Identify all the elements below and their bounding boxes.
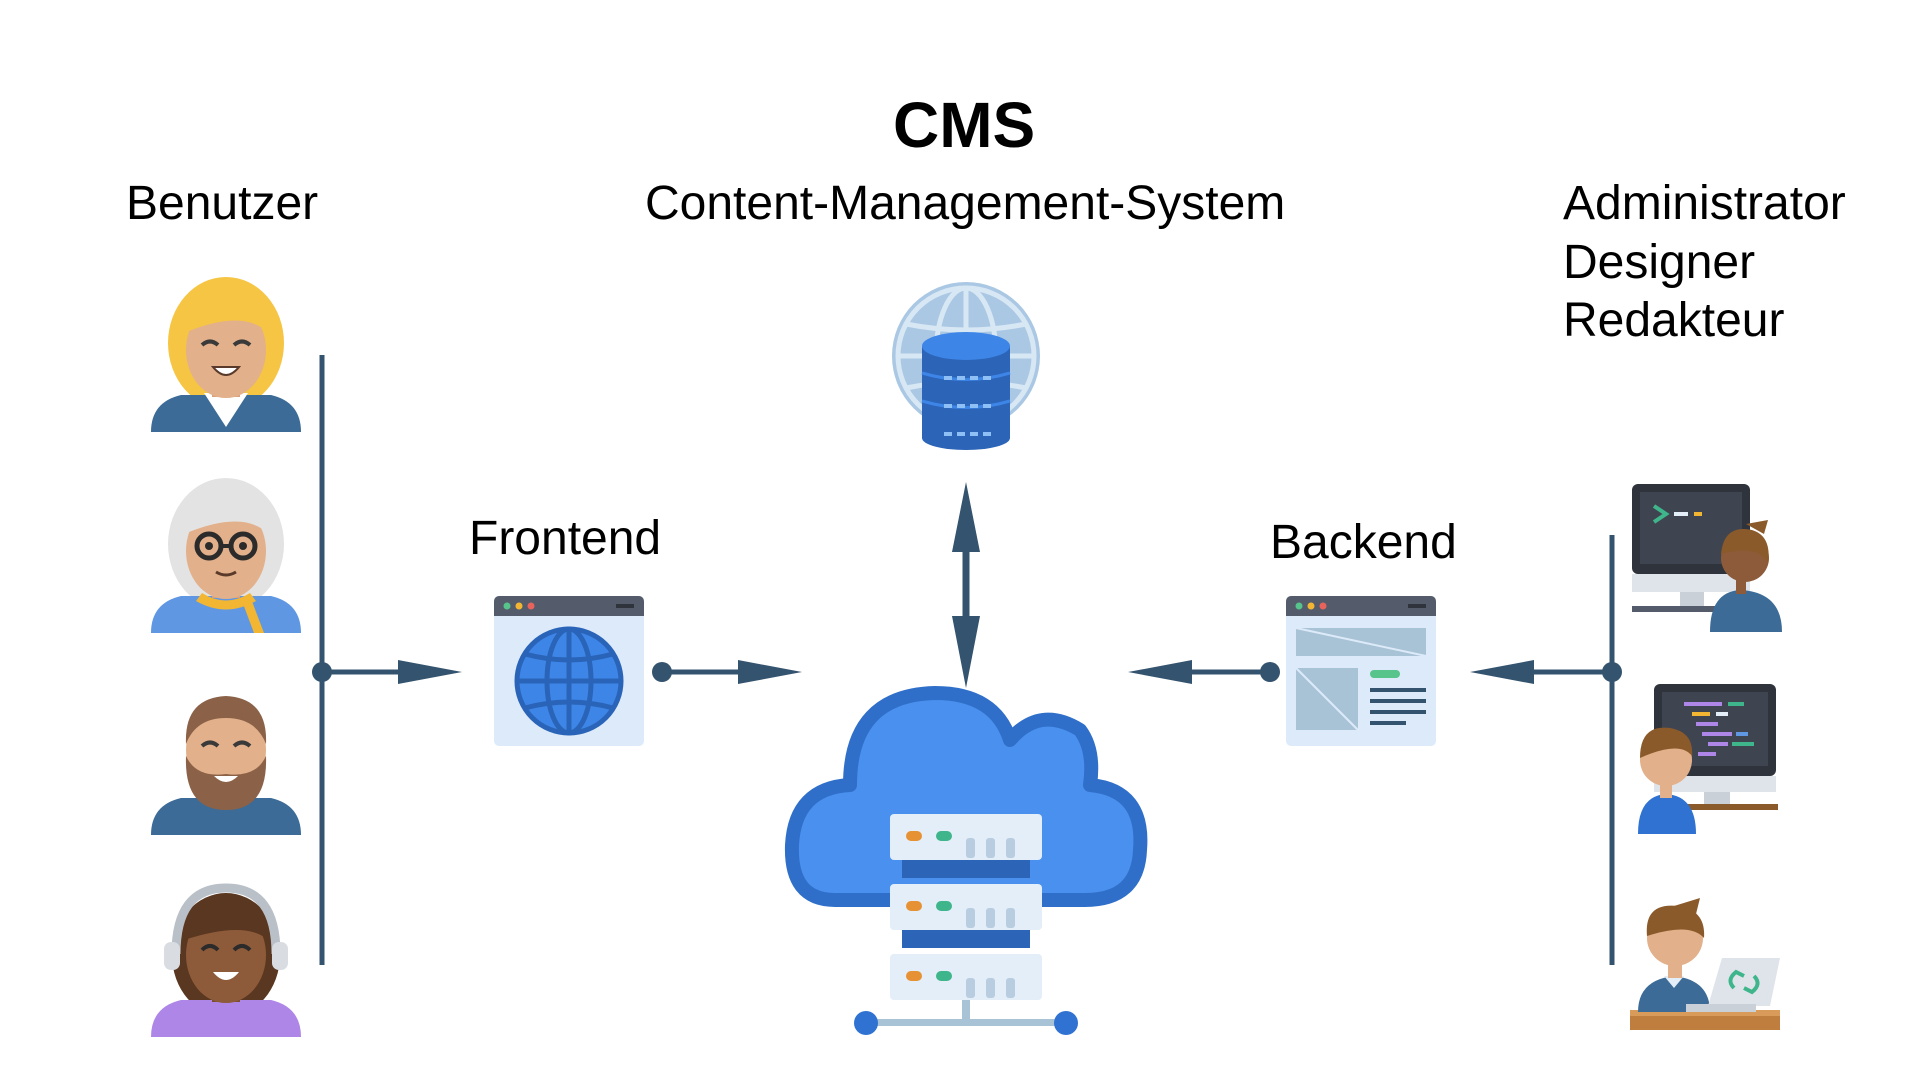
arrow-database-server (952, 482, 980, 688)
admin-role-administrator: Administrator (1563, 177, 1846, 230)
users-connector-line (312, 355, 332, 965)
admin-role-redakteur: Redakteur (1563, 294, 1785, 347)
browser-globe-icon (494, 596, 644, 746)
woman-headset-icon (151, 883, 301, 1037)
backend-label: Backend (1270, 516, 1457, 569)
globe-database-icon (892, 282, 1040, 450)
arrow-users-to-frontend (322, 660, 462, 684)
cloud-server-icon (784, 686, 1148, 1035)
page-title: CMS (893, 89, 1036, 161)
admin-role-designer: Designer (1563, 236, 1756, 289)
arrow-frontend-to-server (652, 660, 802, 684)
woman-blonde-icon (151, 277, 301, 432)
man-bearded-icon (151, 696, 301, 835)
frontend-label: Frontend (469, 512, 662, 565)
admins-connector-line (1470, 535, 1622, 965)
page-subtitle: Content-Management-System (645, 177, 1286, 230)
arrow-backend-to-server (1128, 660, 1280, 684)
users-label: Benutzer (126, 177, 319, 230)
designer-laptop-icon (1630, 898, 1780, 1030)
woman-grey-hair-glasses-icon (151, 478, 301, 633)
developer-terminal-icon (1632, 484, 1782, 632)
developer-code-icon (1638, 684, 1778, 834)
browser-layout-icon (1286, 596, 1436, 746)
